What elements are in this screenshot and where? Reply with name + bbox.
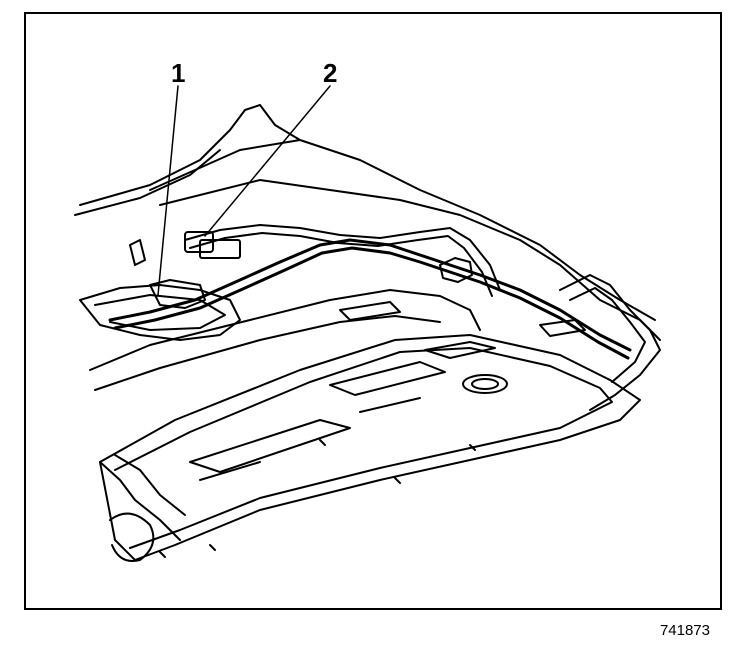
detail-ticks <box>159 439 476 558</box>
connector-2-body <box>199 239 241 259</box>
harness-line <box>184 224 501 291</box>
figure-frame <box>24 12 722 610</box>
floor-pan-inner <box>114 347 613 549</box>
rocker-edge-2 <box>114 454 186 516</box>
rear-panel-edge <box>149 139 656 321</box>
right-clip <box>439 257 473 283</box>
wheel-well <box>109 512 155 562</box>
center-tunnel <box>89 289 481 371</box>
floor-rib-4 <box>359 397 421 413</box>
floor-pan-outline <box>99 334 641 561</box>
pad-center <box>339 301 401 321</box>
floor-rib-1 <box>189 419 351 473</box>
pipe-routing-b <box>113 246 630 360</box>
left-bracket <box>79 284 241 341</box>
callout-1: 1 <box>171 58 186 88</box>
drain-hole-inner <box>471 378 499 390</box>
left-bracket-inner <box>94 294 226 331</box>
floor-rib-2 <box>329 361 446 396</box>
leader-line-2 <box>204 85 331 237</box>
floor-rib-3 <box>199 461 261 481</box>
component-1 <box>149 279 206 309</box>
component-1-stem <box>129 239 146 266</box>
callout-2: 2 <box>323 58 338 88</box>
right-rear-rail <box>559 274 661 411</box>
rocker-edge <box>99 461 181 541</box>
drain-hole <box>462 374 508 394</box>
upper-rail-2 <box>74 149 221 216</box>
pipe-routing-a <box>108 238 632 352</box>
center-tunnel-lower <box>94 315 441 391</box>
upper-rail <box>79 104 301 206</box>
right-rear-rail-2 <box>569 287 646 383</box>
pad-right <box>424 341 496 359</box>
figure-id: 741873 <box>659 622 710 639</box>
leader-line-1 <box>157 85 179 296</box>
harness-line-2 <box>189 232 493 297</box>
pad-far-right <box>539 319 586 337</box>
